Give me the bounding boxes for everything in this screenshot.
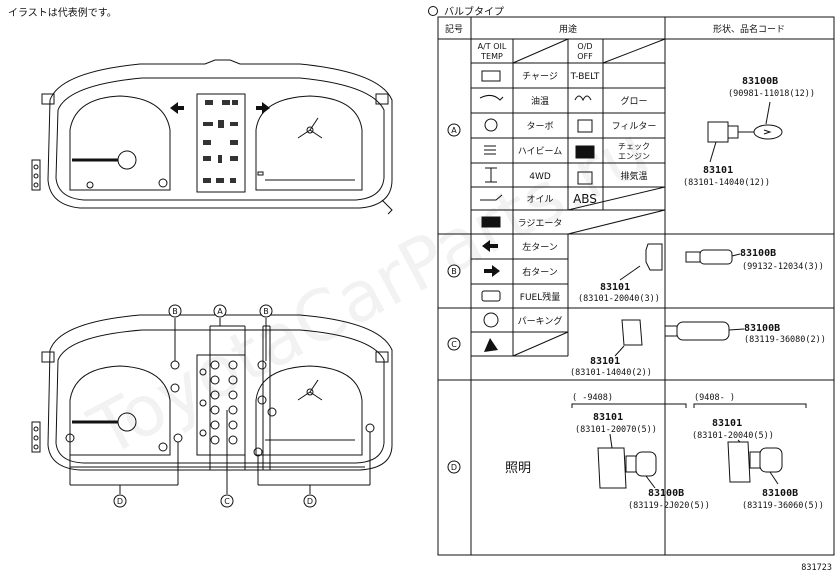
check-engine-icon (575, 145, 595, 159)
group-c-bulb-code: (83119-36080(2)) (744, 335, 826, 345)
group-d-left-bulb-part: 83100B (648, 488, 684, 499)
group-a-items: A/T OIL TEMP O/D OFF チャージ T-BELT 油温 グロー … (478, 42, 657, 229)
group-b-part (619, 243, 741, 281)
group-d-right-bulb-code: (83119-36060(5)) (742, 501, 824, 511)
group-a-bulb-code: (90981-11018(12)) (728, 89, 815, 99)
item-t-belt: T-BELT (570, 72, 600, 82)
group-d-left-bulb-code: (83119-2J020(5)) (628, 501, 710, 511)
turbo-icon (484, 118, 498, 132)
table-title: バルブタイプ (428, 3, 504, 18)
group-c-items: パーキング (483, 312, 563, 352)
group-a-icons (479, 70, 595, 228)
group-labels: A B C D (447, 123, 461, 474)
item-left-turn: 左ターン (522, 241, 558, 253)
oil-temp-icon (479, 94, 504, 101)
group-d-right-socket-code: (83101-20040(5)) (692, 431, 774, 441)
group-c-socket-part: 83101 (590, 356, 620, 367)
table-title-text: バルブタイプ (444, 7, 504, 18)
group-b-bulb-part: 83100B (740, 248, 776, 259)
group-d-right-socket-part: 83101 (712, 418, 742, 429)
oil-can-icon (480, 194, 503, 201)
item-od-off-2: OFF (577, 52, 593, 61)
group-b-socket-part: 83101 (600, 282, 630, 293)
item-oil-temp: 油温 (531, 95, 549, 107)
group-d-right-period: (9408- ) (694, 393, 735, 403)
item-turbo: ターボ (526, 121, 553, 132)
glow-plug-icon (574, 95, 592, 102)
item-4wd: 4WD (529, 172, 551, 182)
group-a-socket-code: (83101-14040(12)) (683, 178, 770, 188)
exhaust-temp-icon (577, 171, 593, 185)
group-a-bulb-part: 83100B (742, 76, 778, 87)
high-beam-icon (484, 145, 496, 155)
item-glow: グロー (620, 95, 647, 107)
item-charge: チャージ (522, 71, 558, 82)
item-at-oil-temp-2: TEMP (480, 52, 503, 61)
cluster-bottom-callouts: B A B C D D (113, 304, 317, 508)
parking-brake-icon (483, 312, 499, 328)
group-a-part (707, 101, 783, 163)
callout-b-left: B (172, 307, 178, 316)
right-turn-arrow-icon (256, 102, 270, 114)
item-high-beam: ハイビーム (518, 146, 563, 157)
group-d-label: D (451, 463, 457, 472)
figure-number: 831723 (801, 563, 832, 573)
filter-icon (577, 119, 593, 133)
item-check-engine-2: エンジン (618, 152, 650, 161)
item-at-oil-temp-1: A/T OIL (478, 42, 507, 51)
callout-a: A (217, 307, 223, 316)
left-turn-icon (482, 240, 498, 252)
item-illumination: 照明 (505, 461, 531, 476)
right-turn-icon (484, 265, 500, 277)
circle-bullet-icon (428, 6, 438, 16)
illustration-note: イラストは代表例です。 (8, 8, 117, 19)
battery-icon (481, 70, 501, 82)
item-abs: ABS (573, 192, 597, 206)
callout-d-left: D (117, 497, 123, 506)
seatbelt-icon (484, 338, 498, 352)
cluster-top (31, 59, 393, 215)
bulb-table (437, 16, 835, 556)
group-b-socket-code: (83101-20040(3)) (578, 294, 660, 304)
header-code: 記号 (445, 23, 463, 35)
group-d-left-socket-part: 83101 (593, 412, 623, 423)
cluster-top-turn-arrows (170, 102, 270, 114)
fuel-icon (481, 290, 501, 302)
group-b-items: 左ターン 右ターン FUEL残量 (481, 240, 560, 303)
group-a-label: A (451, 126, 457, 135)
callout-b-right: B (263, 307, 269, 316)
item-exhaust-temp: 排気温 (620, 170, 647, 182)
item-fuel: FUEL残量 (520, 291, 560, 303)
socket-group-a (199, 360, 238, 445)
item-filter: フィルター (612, 121, 657, 132)
item-oil: オイル (526, 194, 553, 205)
group-c-label: C (451, 340, 457, 349)
callout-d-right: D (307, 497, 313, 506)
group-c-socket-code: (83101-14040(2)) (570, 368, 652, 378)
cluster-bottom (31, 314, 393, 494)
item-od-off-1: O/D (577, 42, 592, 51)
callout-c: C (224, 497, 230, 506)
group-c-bulb-part: 83100B (744, 323, 780, 334)
group-d-left-period: ( -9408) (572, 393, 613, 403)
group-a-socket-part: 83101 (703, 165, 733, 176)
group-d-left-socket-code: (83101-20070(5)) (575, 425, 657, 435)
item-right-turn: 右ターン (522, 266, 558, 278)
left-turn-arrow-icon (170, 102, 184, 114)
cluster-top-indicator-icons (203, 100, 238, 183)
group-c-part (614, 319, 745, 357)
header-use: 用途 (559, 23, 577, 35)
group-d-brackets (571, 403, 807, 408)
group-d-right-bulb-part: 83100B (762, 488, 798, 499)
item-parking: パーキング (518, 315, 563, 327)
4wd-icon (485, 167, 497, 183)
item-radiator: ラジエータ (518, 218, 563, 229)
radiator-icon (481, 216, 501, 228)
group-b-label: B (451, 267, 457, 276)
group-d-parts (597, 433, 783, 489)
group-b-bulb-code: (99132-12034(3)) (742, 262, 824, 272)
header-shape: 形状、品名コード (713, 23, 785, 35)
item-check-engine-1: チェック (618, 142, 650, 151)
